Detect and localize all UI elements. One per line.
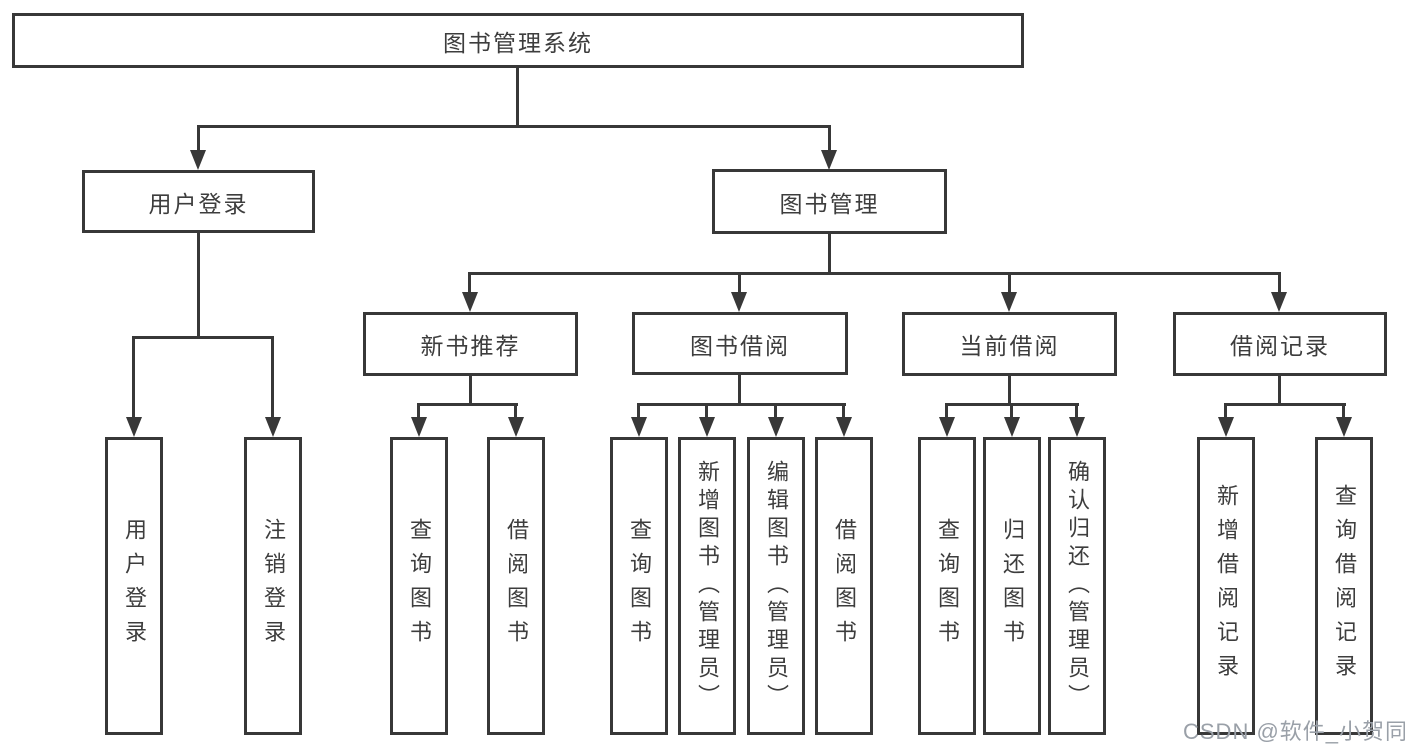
connector-line	[417, 403, 420, 419]
connector-line	[1224, 403, 1346, 406]
connector-line	[637, 403, 846, 406]
connector-line	[1278, 376, 1281, 403]
connector-line	[945, 403, 948, 419]
node-new-book-rec: 新书推荐	[363, 312, 578, 376]
node-login-label: 用户登录	[122, 518, 147, 654]
arrow-down-icon	[768, 417, 784, 437]
arrow-down-icon	[699, 417, 715, 437]
arrow-down-icon	[1001, 292, 1017, 312]
connector-line	[468, 272, 471, 294]
node-bb-query: 查询图书	[610, 437, 668, 735]
node-logout-label: 注销登录	[261, 518, 286, 654]
node-logout: 注销登录	[244, 437, 302, 735]
arrow-down-icon	[411, 417, 427, 437]
arrow-down-icon	[836, 417, 852, 437]
arrow-down-icon	[265, 417, 281, 437]
connector-line	[1075, 403, 1078, 419]
node-cb-query: 查询图书	[918, 437, 976, 735]
connector-line	[516, 68, 519, 126]
node-rec-borrow-label: 借阅图书	[504, 518, 529, 654]
node-new-book-rec-label: 新书推荐	[420, 333, 521, 359]
node-br-add-label: 新增借阅记录	[1214, 484, 1239, 688]
connector-line	[1224, 403, 1227, 419]
arrow-down-icon	[1271, 292, 1287, 312]
arrow-down-icon	[126, 417, 142, 437]
connector-line	[828, 234, 831, 272]
node-bb-borrow: 借阅图书	[815, 437, 873, 735]
arrow-down-icon	[462, 292, 478, 312]
connector-line	[132, 336, 135, 419]
node-user-login-label: 用户登录	[148, 190, 249, 217]
node-bb-edit: 编辑图书（管理员）	[747, 437, 805, 735]
connector-line	[197, 125, 200, 152]
connector-line	[1278, 272, 1281, 294]
node-current-borrow-label: 当前借阅	[959, 333, 1060, 359]
arrow-down-icon	[1336, 417, 1352, 437]
connector-line	[828, 125, 831, 152]
node-book-borrow: 图书借阅	[632, 312, 848, 375]
connector-line	[774, 403, 777, 419]
connector-line	[132, 336, 274, 339]
connector-line	[514, 403, 517, 419]
connector-line	[197, 125, 831, 128]
node-bb-add: 新增图书（管理员）	[678, 437, 736, 735]
connector-line	[637, 403, 640, 419]
node-borrow-records: 借阅记录	[1173, 312, 1387, 376]
node-borrow-records-label: 借阅记录	[1230, 333, 1330, 359]
node-cb-confirm-label: 确认归还（管理员）	[1065, 460, 1090, 712]
node-bb-query-label: 查询图书	[627, 518, 652, 654]
connector-line	[842, 403, 845, 419]
arrow-down-icon	[1004, 417, 1020, 437]
node-cb-return-label: 归还图书	[1000, 518, 1025, 654]
node-book-borrow-label: 图书借阅	[690, 332, 790, 359]
connector-line	[738, 272, 741, 294]
connector-line	[417, 403, 518, 406]
node-root-label: 图书管理系统	[443, 29, 593, 56]
arrow-down-icon	[508, 417, 524, 437]
node-bb-borrow-label: 借阅图书	[832, 518, 857, 654]
node-cb-confirm: 确认归还（管理员）	[1048, 437, 1106, 735]
connector-line	[197, 233, 200, 336]
arrow-down-icon	[731, 292, 747, 312]
connector-line	[1008, 272, 1011, 294]
node-rec-query: 查询图书	[390, 437, 448, 735]
connector-line	[271, 336, 274, 419]
arrow-down-icon	[1218, 417, 1234, 437]
connector-line	[469, 272, 1281, 275]
node-rec-borrow: 借阅图书	[487, 437, 545, 735]
connector-line	[1008, 376, 1011, 403]
arrow-down-icon	[190, 150, 206, 170]
arrow-down-icon	[939, 417, 955, 437]
node-book-mgmt-label: 图书管理	[779, 190, 880, 217]
connector-line	[705, 403, 708, 419]
node-cb-return: 归还图书	[983, 437, 1041, 735]
arrow-down-icon	[631, 417, 647, 437]
node-rec-query-label: 查询图书	[407, 518, 432, 654]
csdn-watermark: CSDN @软件_小贺同学	[1183, 719, 1405, 744]
node-br-query: 查询借阅记录	[1315, 437, 1373, 735]
node-book-mgmt: 图书管理	[712, 169, 947, 234]
node-current-borrow: 当前借阅	[902, 312, 1117, 376]
connector-line	[469, 376, 472, 403]
node-login: 用户登录	[105, 437, 163, 735]
arrow-down-icon	[821, 150, 837, 170]
arrow-down-icon	[1069, 417, 1085, 437]
node-user-login: 用户登录	[82, 170, 315, 233]
node-cb-query-label: 查询图书	[935, 518, 960, 654]
node-root: 图书管理系统	[12, 13, 1024, 68]
node-br-query-label: 查询借阅记录	[1332, 484, 1357, 688]
connector-line	[1342, 403, 1345, 419]
connector-line	[738, 375, 741, 403]
node-br-add: 新增借阅记录	[1197, 437, 1255, 735]
node-bb-add-label: 新增图书（管理员）	[695, 460, 720, 712]
connector-line	[1010, 403, 1013, 419]
node-bb-edit-label: 编辑图书（管理员）	[764, 460, 789, 712]
